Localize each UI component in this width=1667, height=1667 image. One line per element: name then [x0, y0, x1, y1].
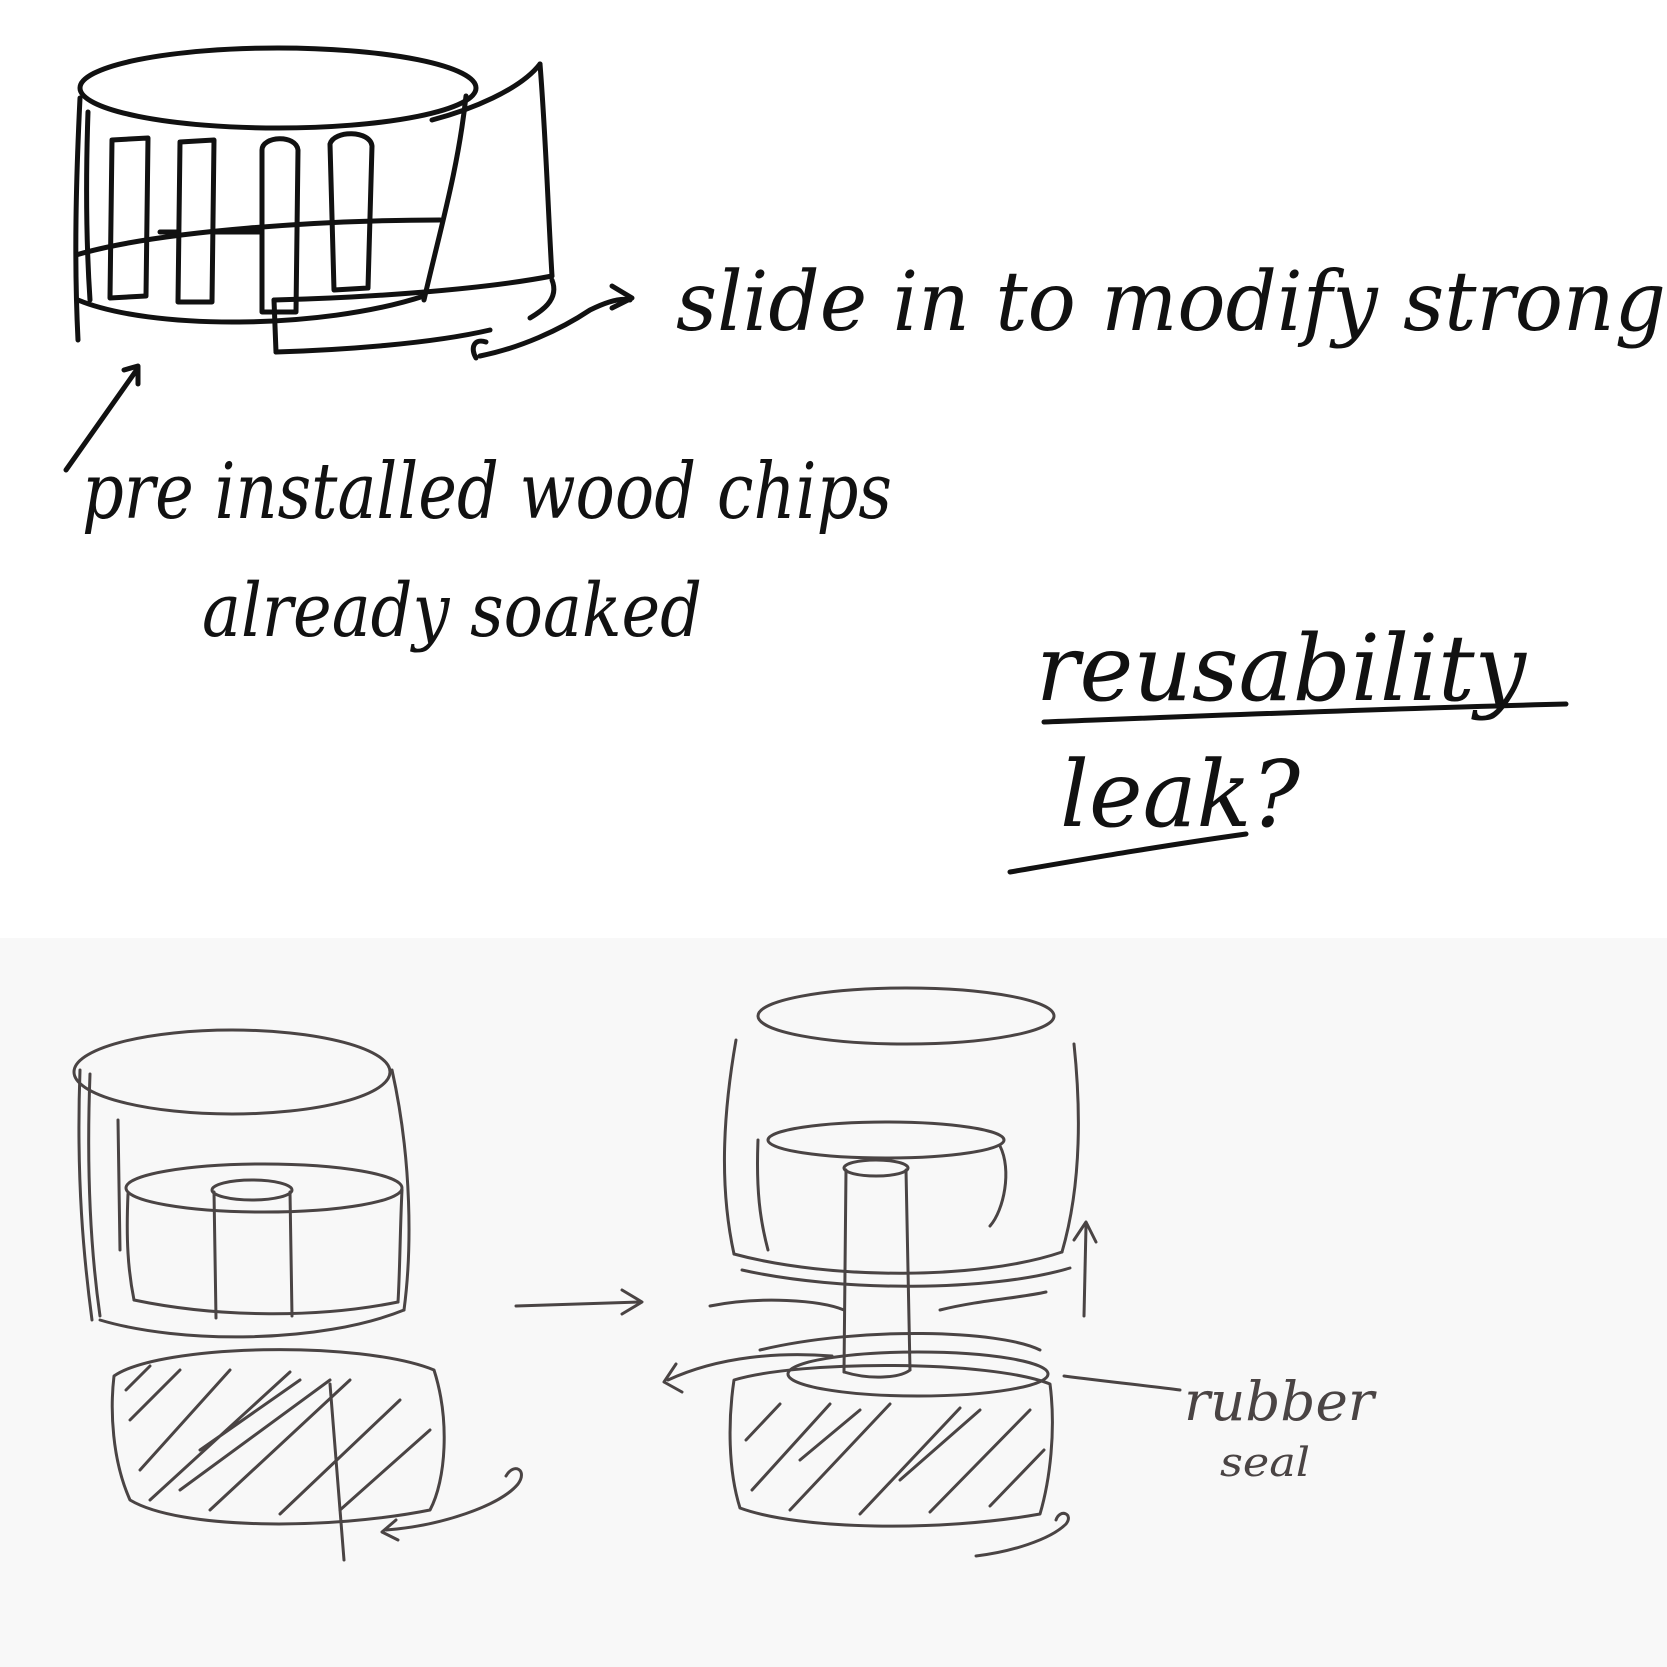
chips-pointer-arrow [63, 363, 141, 473]
sliding-sleeve [271, 61, 557, 355]
chips-annotation-line2: already soaked [202, 568, 702, 654]
rubber-annotation-line1: rubber [1184, 1370, 1377, 1433]
slide-arrow [470, 283, 635, 361]
slide-annotation: slide in to modify strong [676, 255, 1666, 350]
chips-annotation-line1: pre installed wood chips [82, 447, 892, 537]
leak-underline [1007, 831, 1249, 875]
leak-note: leak? [1060, 741, 1301, 848]
exploded-cup-sketch [662, 986, 1182, 1558]
rubber-annotation-line2: seal [1220, 1440, 1310, 1486]
cup-with-chip-slots [73, 45, 479, 343]
reusability-underline [1041, 701, 1569, 725]
reusability-note: reusability [1036, 615, 1527, 722]
assembled-cup-sketch [72, 1028, 644, 1562]
lower-paper-sheet [0, 938, 1667, 1667]
